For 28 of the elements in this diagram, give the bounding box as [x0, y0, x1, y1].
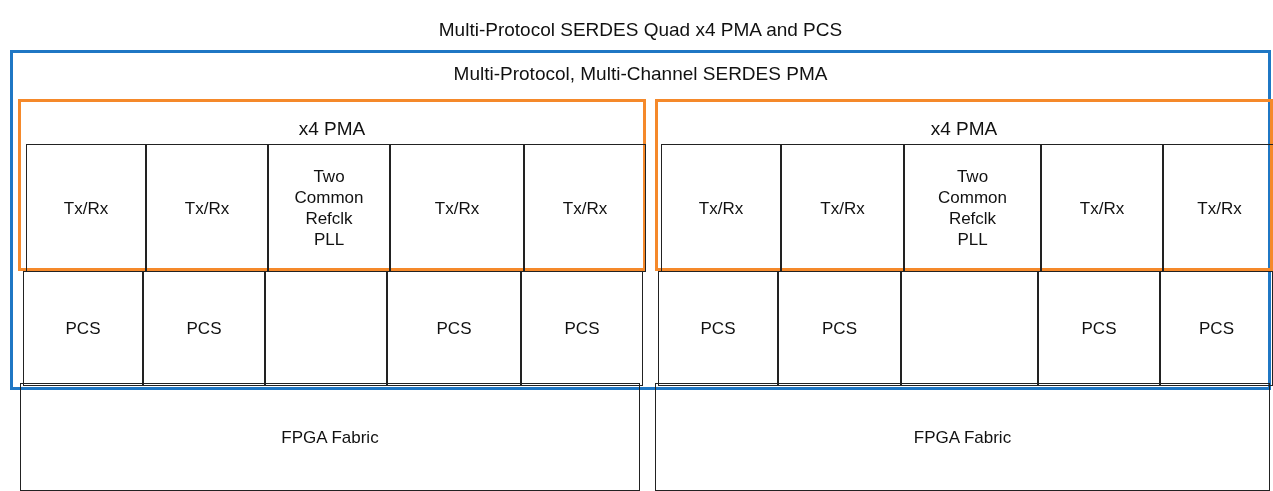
channel-cell: Tx/Rx	[1163, 144, 1273, 272]
channel-cell: Tx/Rx	[781, 144, 904, 272]
channel-cell: PCS	[387, 271, 521, 386]
empty-cell	[901, 271, 1038, 386]
channel-cell: Tx/Rx	[26, 144, 146, 272]
channel-cell: PCS	[521, 271, 643, 386]
channel-cell: Tx/Rx	[524, 144, 646, 272]
channel-cell: PCS	[143, 271, 265, 386]
channel-cell: FPGA Fabric	[20, 383, 640, 491]
pma-block	[18, 99, 646, 271]
channel-cell: Two Common Refclk PLL	[268, 144, 390, 272]
pma-block	[655, 99, 1273, 271]
group-heading: Multi-Protocol, Multi-Channel SERDES PMA	[452, 63, 829, 84]
channel-cell: Two Common Refclk PLL	[904, 144, 1041, 272]
channel-cell: Tx/Rx	[146, 144, 268, 272]
channel-cell: Tx/Rx	[1041, 144, 1163, 272]
channel-cell: Tx/Rx	[390, 144, 524, 272]
channel-cell: PCS	[1160, 271, 1273, 386]
empty-cell	[265, 271, 387, 386]
channel-cell: PCS	[23, 271, 143, 386]
channel-cell: Tx/Rx	[661, 144, 781, 272]
channel-cell: PCS	[1038, 271, 1160, 386]
diagram-heading: Multi-Protocol SERDES Quad x4 PMA and PCS	[437, 19, 844, 40]
group-heading: x4 PMA	[929, 118, 999, 139]
channel-cell: PCS	[778, 271, 901, 386]
group-heading: x4 PMA	[297, 118, 367, 139]
channel-cell: FPGA Fabric	[655, 383, 1270, 491]
channel-cell: PCS	[658, 271, 778, 386]
